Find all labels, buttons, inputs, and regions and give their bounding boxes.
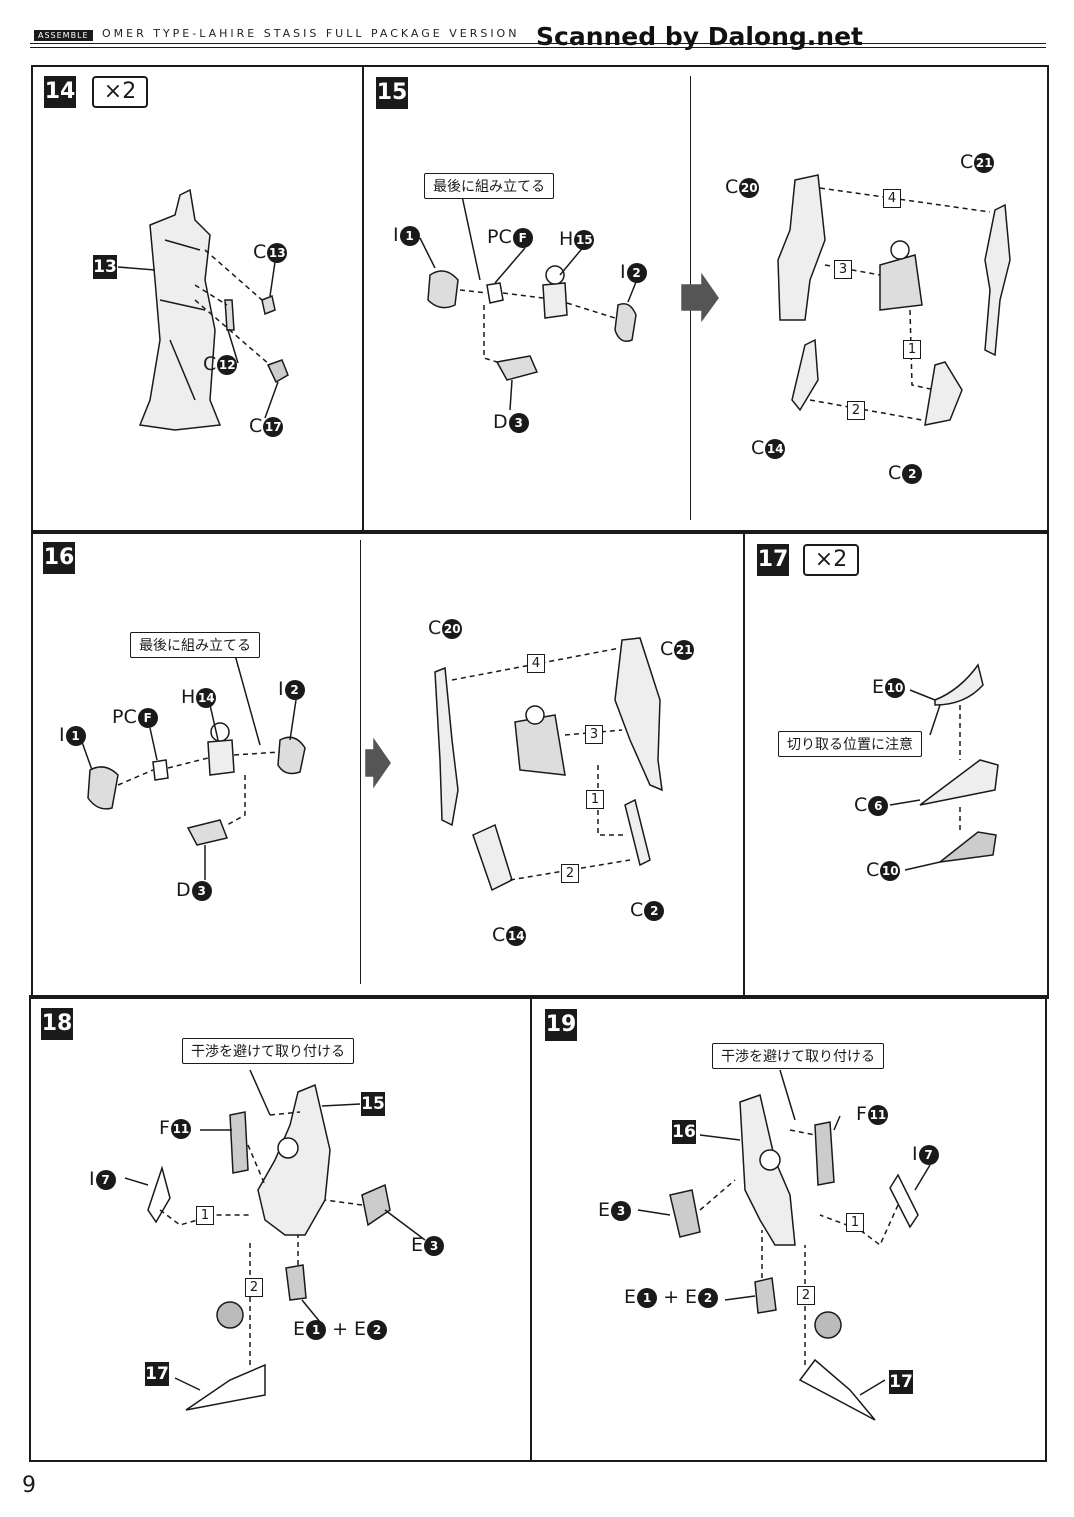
sequence-number: 1 xyxy=(196,1206,214,1225)
header-rule xyxy=(30,47,1046,48)
sequence-number: 2 xyxy=(561,864,579,883)
assembly-note: 最後に組み立てる xyxy=(130,632,260,658)
sequence-number: 2 xyxy=(245,1278,263,1297)
row2-frame xyxy=(31,530,1049,999)
step-15-number: 15 xyxy=(376,77,408,109)
step-16-number: 16 xyxy=(43,542,75,574)
sub-assembly-tag: 13 xyxy=(93,255,117,279)
manual-title: OMER TYPE-LAHIRE STASIS FULL PACKAGE VER… xyxy=(102,27,520,40)
interference-note: 干渉を避けて取り付ける xyxy=(712,1043,884,1069)
divider xyxy=(743,530,745,997)
quantity-multiplier: ×2 xyxy=(92,76,148,108)
interference-note: 干渉を避けて取り付ける xyxy=(182,1038,354,1064)
divider xyxy=(362,65,364,532)
header-rule xyxy=(30,43,1046,44)
assemble-badge: ASSEMBLE xyxy=(34,30,93,41)
sequence-number: 1 xyxy=(586,790,604,809)
row3-frame xyxy=(29,995,1047,1462)
cut-position-note: 切り取る位置に注意 xyxy=(778,731,922,757)
sequence-number: 3 xyxy=(834,260,852,279)
step-14-number: 14 xyxy=(44,76,76,108)
sequence-number: 3 xyxy=(585,725,603,744)
scan-watermark: Scanned by Dalong.net xyxy=(536,22,864,51)
quantity-multiplier: ×2 xyxy=(803,544,859,576)
sub-assembly-tag: 17 xyxy=(145,1362,169,1386)
step-17-number: 17 xyxy=(757,544,789,576)
divider xyxy=(530,995,532,1460)
sequence-number: 4 xyxy=(883,189,901,208)
sequence-number: 4 xyxy=(527,654,545,673)
page-header: ASSEMBLE OMER TYPE-LAHIRE STASIS FULL PA… xyxy=(30,22,1046,54)
page-number: 9 xyxy=(22,1473,36,1498)
divider-thin xyxy=(690,76,691,520)
sequence-number: 2 xyxy=(797,1286,815,1305)
sequence-number: 1 xyxy=(846,1213,864,1232)
assembly-note: 最後に組み立てる xyxy=(424,173,554,199)
divider-thin xyxy=(360,540,361,984)
sequence-number: 2 xyxy=(847,401,865,420)
step-18-number: 18 xyxy=(41,1008,73,1040)
sequence-number: 1 xyxy=(903,340,921,359)
step-19-number: 19 xyxy=(545,1009,577,1041)
sub-assembly-tag: 15 xyxy=(361,1092,385,1116)
sub-assembly-tag: 16 xyxy=(672,1120,696,1144)
row1-frame xyxy=(31,65,1049,534)
sub-assembly-tag: 17 xyxy=(889,1370,913,1394)
